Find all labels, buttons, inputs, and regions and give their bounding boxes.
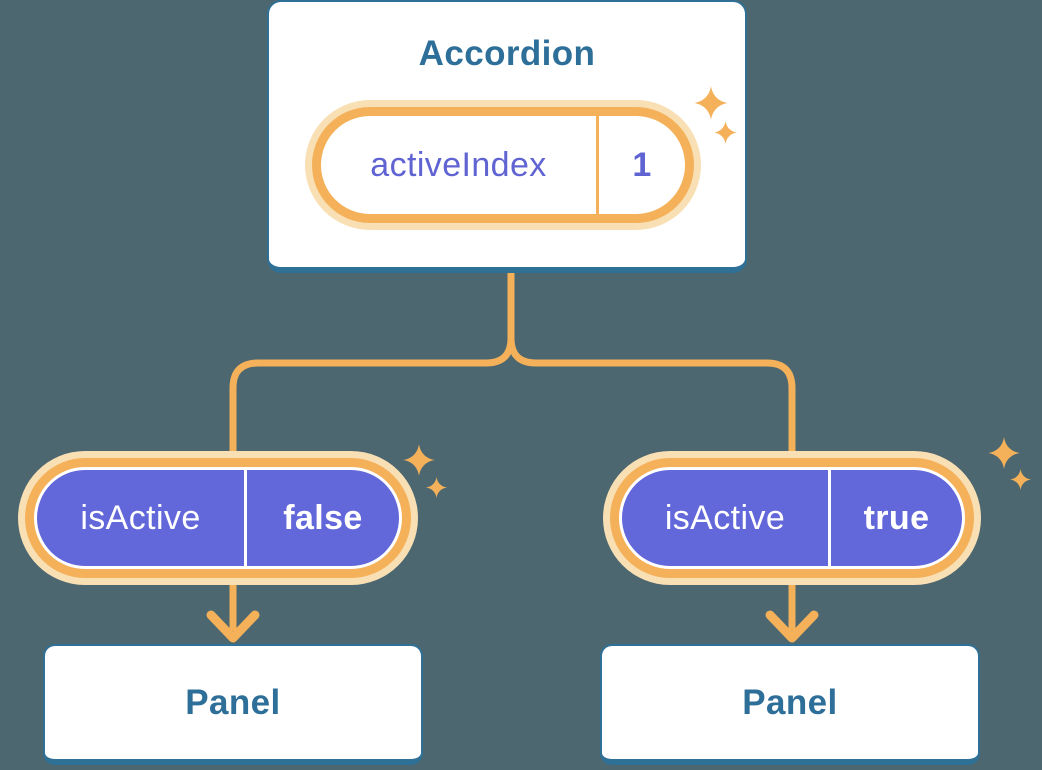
state-pill-value: 1 <box>632 145 652 184</box>
sparkle-icon <box>403 444 435 476</box>
state-pill-ring: activeIndex 1 <box>312 107 694 223</box>
accordion-node-title: Accordion <box>418 34 596 73</box>
prop-pill-body: isActive true <box>619 467 965 569</box>
panel-node-title: Panel <box>742 682 838 722</box>
prop-pill-body: isActive false <box>34 467 402 569</box>
prop-pill-value-cell: false <box>247 470 399 566</box>
prop-pill-ring: isActive true <box>610 458 974 578</box>
prop-pill-label: isActive <box>80 498 201 537</box>
sparkle-icon <box>988 437 1020 469</box>
arrowhead-right-icon <box>765 610 819 643</box>
prop-pill-value: false <box>283 498 363 537</box>
panel-node-right: Panel <box>600 644 980 765</box>
state-pill-activeindex: activeIndex 1 <box>305 100 701 230</box>
prop-pill-divider <box>828 470 831 566</box>
branch-line-right <box>507 337 796 631</box>
sparkle-icon <box>1010 469 1031 490</box>
arrowhead-left-icon <box>206 610 260 643</box>
prop-pill-isactive-true: isActive true <box>603 451 981 585</box>
prop-pill-divider <box>244 470 247 566</box>
prop-pill-label-cell: isActive <box>37 470 244 566</box>
state-pill-body: activeIndex 1 <box>321 116 685 214</box>
prop-pill-isactive-false: isActive false <box>18 451 418 585</box>
prop-pill-value-cell: true <box>831 470 962 566</box>
prop-pill-ring: isActive false <box>25 458 411 578</box>
sparkle-icon <box>714 121 737 144</box>
panel-node-left: Panel <box>43 644 423 765</box>
prop-pill-label: isActive <box>664 498 786 537</box>
state-pill-label: activeIndex <box>370 145 547 184</box>
state-pill-label-cell: activeIndex <box>321 116 596 214</box>
sparkle-icon <box>426 477 447 498</box>
prop-pill-label-cell: isActive <box>622 470 828 566</box>
state-pill-value-cell: 1 <box>599 116 685 214</box>
panel-node-title: Panel <box>185 682 281 722</box>
sparkle-icon <box>694 86 728 120</box>
state-pill-divider <box>596 116 599 214</box>
prop-pill-value: true <box>863 498 930 537</box>
